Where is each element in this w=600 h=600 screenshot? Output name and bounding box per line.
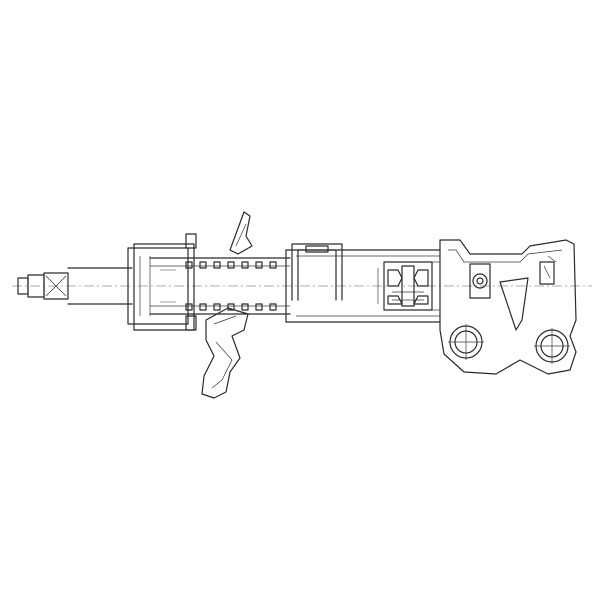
dust-boot bbox=[149, 257, 291, 315]
piston-valve bbox=[377, 261, 433, 311]
tube-knuckle-junction bbox=[432, 261, 440, 311]
piston-rod bbox=[67, 267, 133, 305]
stabilizer-bracket bbox=[291, 243, 343, 301]
rod-end-fitting bbox=[17, 272, 69, 300]
upper-spring-seat bbox=[229, 211, 253, 255]
boot-ribs-top bbox=[185, 261, 277, 269]
boot-ribs-bottom bbox=[185, 303, 277, 311]
knuckle-bracket bbox=[439, 239, 577, 375]
upper-mount bbox=[127, 233, 197, 331]
lower-spring-seat bbox=[201, 307, 249, 399]
